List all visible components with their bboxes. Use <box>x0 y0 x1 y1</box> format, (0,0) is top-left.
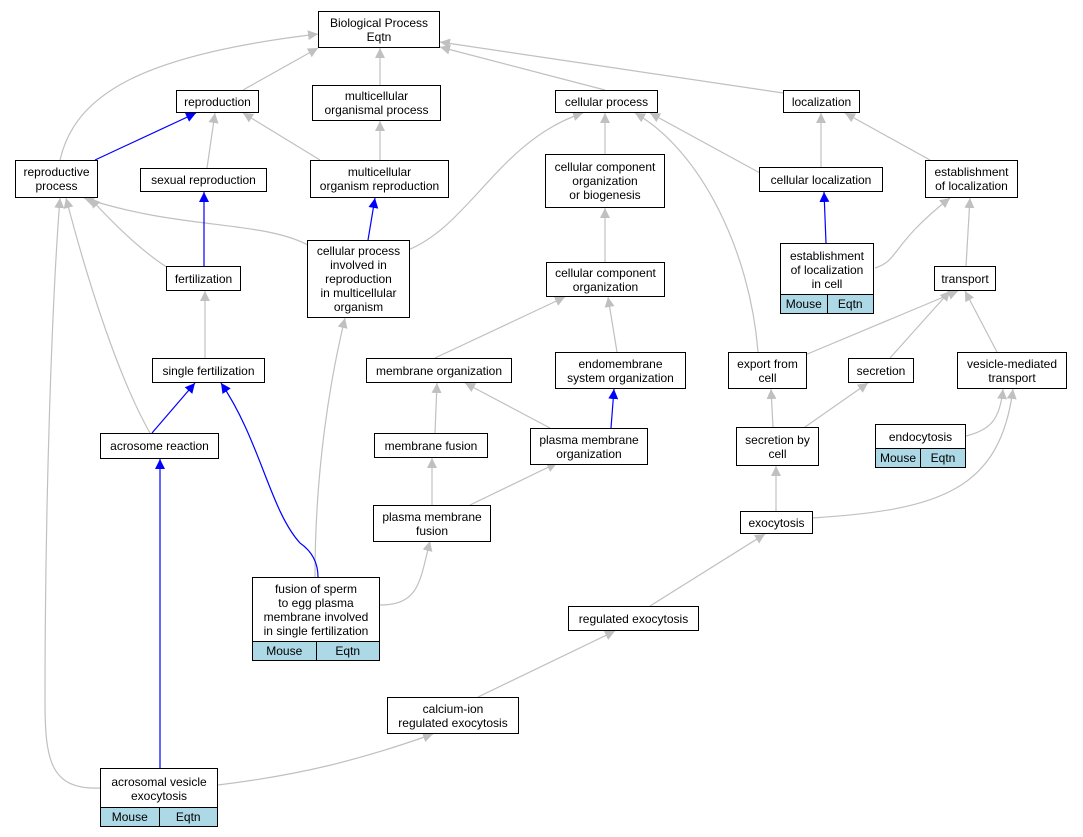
edge-reproduction-to-root <box>242 47 319 91</box>
edge-sbc-to-export <box>766 388 777 428</box>
edge-fusion-sperm-to-single-fert <box>220 382 319 578</box>
edge-cpir-to-cellular-process <box>407 111 584 251</box>
tag-mouse: Mouse <box>101 808 159 826</box>
tag-mouse: Mouse <box>253 642 316 660</box>
edge-exocytosis-to-vmt <box>811 388 1017 519</box>
edge-membrane-org-to-cco <box>434 296 566 359</box>
tag-row: Mouse Eqtn <box>253 641 379 660</box>
edge-eloc-in-cell-to-establishment <box>874 197 951 269</box>
edge-pmo-to-endomembrane <box>608 388 619 429</box>
edge-reproductive-process-to-root <box>59 30 319 161</box>
edge-vmt-to-transport <box>964 290 998 353</box>
edge-cellular-localization-to-cellular-process <box>649 112 761 174</box>
node-membrane-organization[interactable]: membrane organization <box>366 358 512 383</box>
tag-eqtn: Eqtn <box>920 449 965 467</box>
edge-eloc-in-cell-to-cellular-localization <box>819 191 830 244</box>
node-cco[interactable]: cellular component organization <box>546 262 665 297</box>
tag-mouse: Mouse <box>876 449 920 467</box>
node-cpir[interactable]: cellular process involved in reproductio… <box>307 240 410 318</box>
edge-acrosomal-to-calcium <box>217 732 434 786</box>
node-fertilization[interactable]: fertilization <box>166 266 241 291</box>
edge-sbc-to-secretion <box>804 382 869 428</box>
edge-membrane-fusion-to-membrane-org <box>431 382 442 434</box>
node-acrosomal-vesicle-exocytosis[interactable]: acrosomal vesicle exocytosis Mouse Eqtn <box>100 768 218 827</box>
edge-localization-to-root <box>439 38 784 94</box>
tag-mouse: Mouse <box>781 295 827 313</box>
edge-endomembrane-to-cco <box>604 296 618 353</box>
node-reproductive-process[interactable]: reproductive process <box>15 160 98 198</box>
node-secretion[interactable]: secretion <box>848 358 914 383</box>
edge-calcium-to-regexo <box>477 630 616 698</box>
edge-export-to-cellular-process <box>634 112 759 353</box>
edge-cpir-to-reproductive-process <box>83 196 309 246</box>
tag-row: Mouse Eqtn <box>781 294 873 313</box>
edge-pmo-to-membrane-org <box>464 382 551 429</box>
node-single-fertilization[interactable]: single fertilization <box>152 358 265 383</box>
edge-acrosomal-to-reproductive-process <box>44 197 101 789</box>
node-label: establishment of localization in cell <box>789 248 865 291</box>
node-biological-process[interactable]: Biological Process Eqtn <box>318 11 440 48</box>
edge-reproductive-process-to-reproduction <box>94 112 197 161</box>
node-acrosome-reaction[interactable]: acrosome reaction <box>100 433 219 459</box>
tag-eqtn: Eqtn <box>826 295 873 313</box>
node-fusion-of-sperm[interactable]: fusion of sperm to egg plasma membrane i… <box>252 577 380 661</box>
node-endomembrane-system-organization[interactable]: endomembrane system organization <box>555 352 686 389</box>
node-cellular-localization[interactable]: cellular localization <box>759 167 883 192</box>
tag-eqtn: Eqtn <box>158 808 217 826</box>
node-calcium-ion-regulated-exocytosis[interactable]: calcium-ion regulated exocytosis <box>387 697 519 734</box>
edge-fusion-sperm-to-cpir <box>314 317 348 578</box>
node-secretion-by-cell[interactable]: secretion by cell <box>736 427 819 466</box>
edge-export-to-transport <box>804 290 959 356</box>
node-vesicle-mediated-transport[interactable]: vesicle-mediated transport <box>957 352 1067 389</box>
edge-establishment-to-localization <box>844 112 931 161</box>
edge-acrosome-reaction-to-single-fert <box>151 382 196 434</box>
node-label: fusion of sperm to egg plasma membrane i… <box>263 582 369 638</box>
edge-acrosome-reaction-to-reproductive-process <box>63 197 151 434</box>
node-endocytosis[interactable]: endocytosis Mouse Eqtn <box>875 424 966 468</box>
node-multicellular-organismal-process[interactable]: multicellular organismal process <box>312 85 441 121</box>
node-sexual-reproduction[interactable]: sexual reproduction <box>140 168 267 192</box>
node-localization[interactable]: localization <box>783 90 860 113</box>
node-transport[interactable]: transport <box>934 266 996 291</box>
node-label: endocytosis <box>888 430 953 444</box>
node-plasma-membrane-organization[interactable]: plasma membrane organization <box>530 428 648 465</box>
node-regulated-exocytosis[interactable]: regulated exocytosis <box>568 606 699 631</box>
edge-regexo-to-exocytosis <box>649 533 766 607</box>
node-exocytosis[interactable]: exocytosis <box>740 511 813 534</box>
edge-pmf-to-pmo <box>469 462 558 506</box>
edge-secretion-to-transport <box>889 290 951 359</box>
node-multicellular-organism-reproduction[interactable]: multicellular organism reproduction <box>310 160 449 198</box>
edge-cellular-process-to-root <box>439 44 606 91</box>
tag-row: Mouse Eqtn <box>876 448 965 467</box>
tag-eqtn: Eqtn <box>315 642 379 660</box>
edge-endocytosis-to-vmt <box>965 388 1008 437</box>
node-export-from-cell[interactable]: export from cell <box>728 352 807 389</box>
node-establishment-of-localization-in-cell[interactable]: establishment of localization in cell Mo… <box>780 243 874 314</box>
edge-fusion-sperm-to-pmf <box>379 540 433 606</box>
edge-transport-to-establishment <box>964 197 975 267</box>
edge-cpir-to-multicellular-reproduction <box>367 197 379 241</box>
tag-row: Mouse Eqtn <box>101 807 217 826</box>
edge-fertilization-to-reproductive-process <box>89 197 169 269</box>
node-plasma-membrane-fusion[interactable]: plasma membrane fusion <box>373 505 491 542</box>
node-establishment-of-localization[interactable]: establishment of localization <box>925 160 1018 198</box>
node-membrane-fusion[interactable]: membrane fusion <box>374 433 488 458</box>
node-ccob[interactable]: cellular component organization or bioge… <box>545 154 665 208</box>
node-cellular-process[interactable]: cellular process <box>555 90 658 113</box>
node-reproduction[interactable]: reproduction <box>176 90 259 113</box>
node-label: acrosomal vesicle exocytosis <box>111 774 207 803</box>
edge-sexual-reproduction-to-reproduction <box>206 112 219 169</box>
edge-multicellular-reproduction-to-reproduction <box>242 112 321 161</box>
